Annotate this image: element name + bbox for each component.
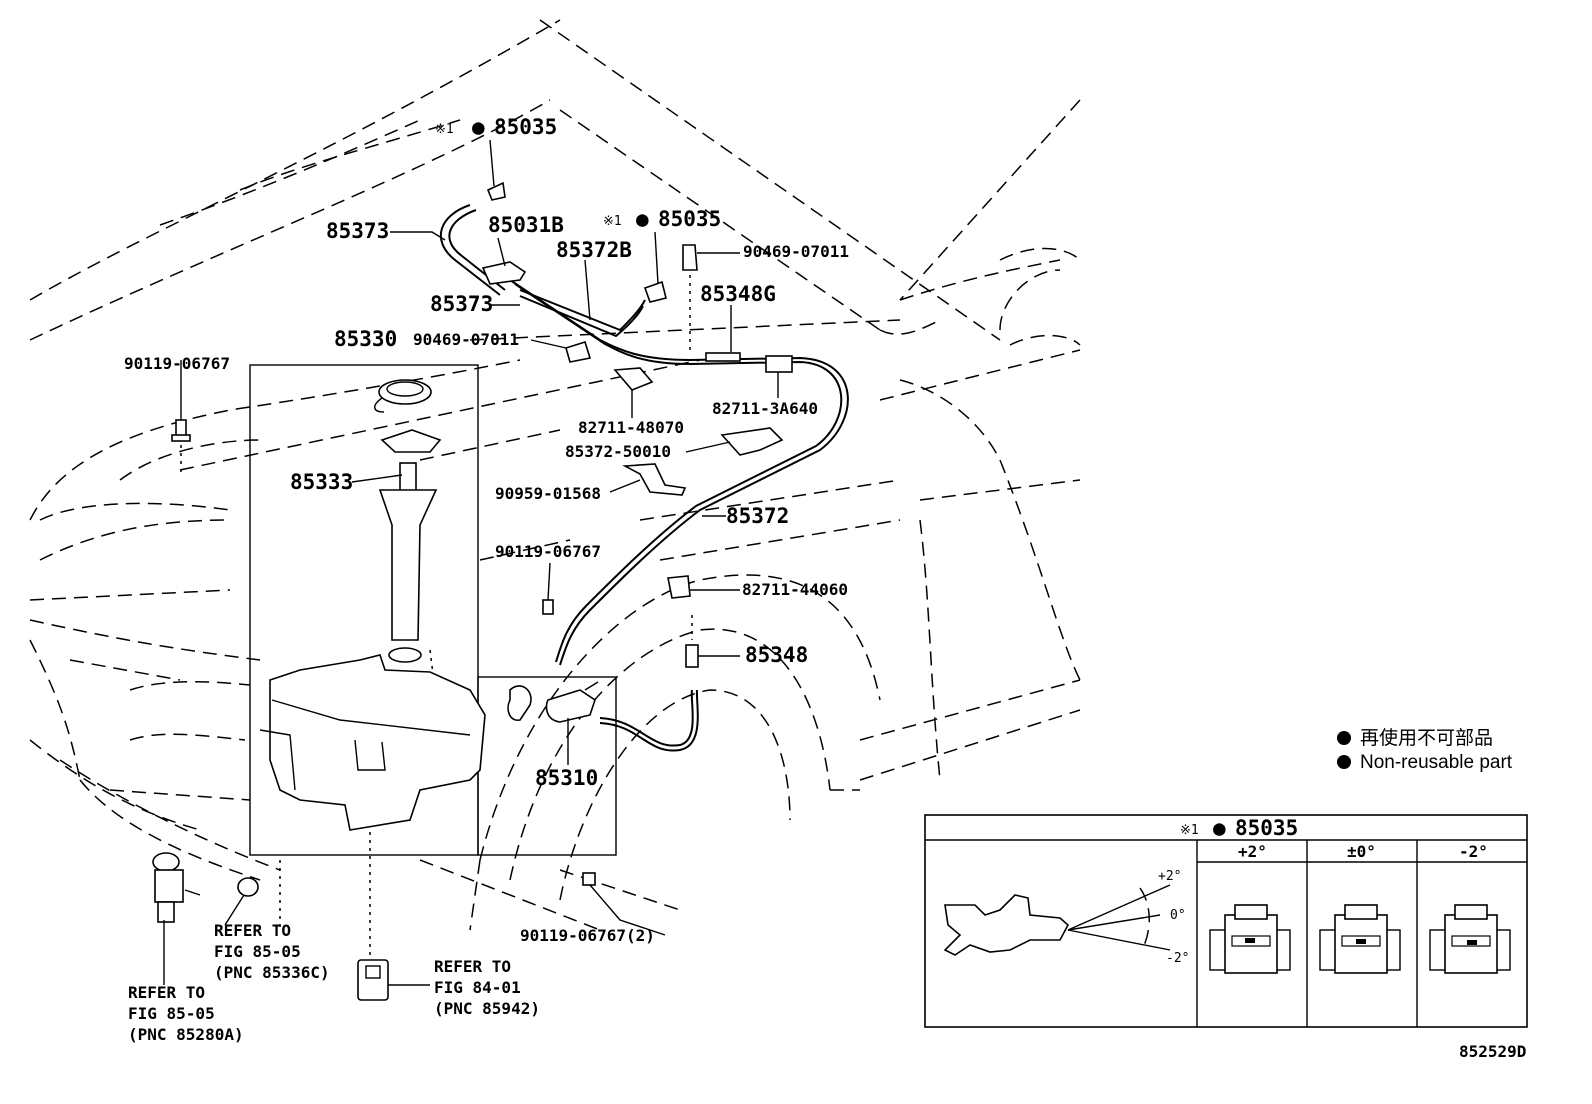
nonreusable-dot-top: ● — [472, 115, 485, 139]
inset-title: 85035 — [1235, 816, 1298, 840]
legend-jp: 再使用不可部品 — [1360, 727, 1493, 749]
label-82711-3A640: 82711-3A640 — [712, 399, 818, 418]
inset-col-plus2: +2° — [1238, 842, 1267, 861]
headlamp-washer-motor-icon — [152, 852, 201, 923]
legend-dot-icon-en — [1337, 755, 1351, 769]
legend: 再使用不可部品 Non-reusable part — [1337, 727, 1513, 773]
washer-nozzle-mid-icon — [643, 280, 667, 303]
filler-neck-icon — [378, 462, 438, 641]
label-85372-50010: 85372-50010 — [565, 442, 671, 461]
label-85373-a: 85373 — [326, 219, 389, 243]
label-90119-left: 90119-06767 — [124, 354, 230, 373]
label-90119-lower: 90119-06767(2) — [520, 926, 655, 945]
legend-dot-icon-jp — [1337, 731, 1351, 745]
refer-c-line3: (PNC 85280A) — [128, 1025, 244, 1044]
label-85333: 85333 — [290, 470, 353, 494]
bolt-90119-mid-icon — [542, 599, 554, 615]
nonreusable-dot-mid: ● — [636, 207, 649, 231]
clamp-82711-48070-icon — [613, 367, 654, 391]
nozzle-side-view-icon — [943, 884, 1171, 956]
label-90119-mid: 90119-06767 — [495, 542, 601, 561]
label-85372: 85372 — [726, 504, 789, 528]
cap-bracket-icon — [380, 429, 442, 453]
label-90469-lower: 90469-07011 — [413, 330, 519, 349]
clamp-82711-44060-icon — [667, 575, 691, 599]
refer-notes: REFER TO FIG 85-05 (PNC 85336C) REFER TO… — [128, 921, 540, 1044]
inset-angle-zero: 0° — [1170, 908, 1186, 923]
reservoir-cap-icon — [374, 379, 432, 413]
refer-c-line2: FIG 85-05 — [128, 1004, 215, 1023]
refer-b-line1: REFER TO — [434, 957, 511, 976]
ref-mark-mid: ※1 — [603, 214, 622, 229]
reservoir-assembly-frame — [249, 364, 479, 856]
refer-b-line3: (PNC 85942) — [434, 999, 540, 1018]
washer-tank-icon — [259, 647, 486, 831]
diagram-id: 852529D — [1459, 1042, 1526, 1061]
part-labels: ※1 ● 85035 ※1 ● 85035 85373 85031B 85372… — [124, 115, 849, 945]
sensor-85942-icon — [357, 959, 389, 1001]
refer-a-line1: REFER TO — [214, 921, 291, 940]
label-85348G: 85348G — [700, 282, 776, 306]
clamp-82711-3A640-icon — [765, 355, 793, 373]
joint-85348-icon — [685, 644, 699, 668]
inset-angle-minus: -2° — [1166, 951, 1189, 966]
nozzle-front-view-plus2-icon — [1209, 904, 1291, 974]
inset-angle-plus: +2° — [1158, 869, 1181, 884]
label-85035-top: 85035 — [494, 115, 557, 139]
nozzle-front-view-minus2-icon — [1429, 904, 1511, 974]
refer-c-line1: REFER TO — [128, 983, 205, 1002]
refer-b-line2: FIG 84-01 — [434, 978, 521, 997]
refer-a-line2: FIG 85-05 — [214, 942, 301, 961]
leader-lines — [163, 139, 779, 986]
washer-pump-icon — [507, 681, 599, 723]
label-85310: 85310 — [535, 766, 598, 790]
refer-a-line3: (PNC 85336C) — [214, 963, 330, 982]
label-90469-upper: 90469-07011 — [743, 242, 849, 261]
bracket-90959-icon — [622, 463, 687, 496]
hose-joint-icon — [481, 261, 527, 285]
inset-col-zero: ±0° — [1347, 842, 1376, 861]
grommet-85336C-icon — [237, 877, 259, 897]
label-85031B: 85031B — [488, 213, 564, 237]
label-85330: 85330 — [334, 327, 397, 351]
label-82711-48070: 82711-48070 — [578, 418, 684, 437]
washer-nozzle-top-icon — [486, 181, 506, 201]
bolt-90119-lower-icon — [582, 872, 596, 886]
label-90959-01568: 90959-01568 — [495, 484, 601, 503]
label-85348: 85348 — [745, 643, 808, 667]
nozzle-angle-inset: ※1 ● 85035 +2° ±0° -2° +2° 0° -2° — [924, 814, 1528, 1028]
label-85035-mid: 85035 — [658, 207, 721, 231]
legend-en: Non-reusable part — [1360, 752, 1513, 773]
joint-85348G-icon — [705, 352, 741, 362]
hose-85372-50010-icon — [720, 427, 784, 456]
clip-90469-lower-icon — [565, 340, 592, 363]
label-85372B: 85372B — [556, 238, 632, 262]
washer-hose-lines — [439, 204, 849, 752]
vehicle-body-outline — [29, 19, 1081, 931]
inset-col-minus2: -2° — [1459, 842, 1488, 861]
clip-90469-upper-icon — [682, 244, 698, 271]
nozzle-front-view-zero-icon — [1319, 904, 1401, 974]
inset-ref-mark: ※1 — [1180, 823, 1199, 838]
label-82711-44060: 82711-44060 — [742, 580, 848, 599]
label-85373-b: 85373 — [430, 292, 493, 316]
ref-mark-top: ※1 — [435, 122, 454, 137]
inset-nonreusable-dot: ● — [1213, 816, 1226, 840]
